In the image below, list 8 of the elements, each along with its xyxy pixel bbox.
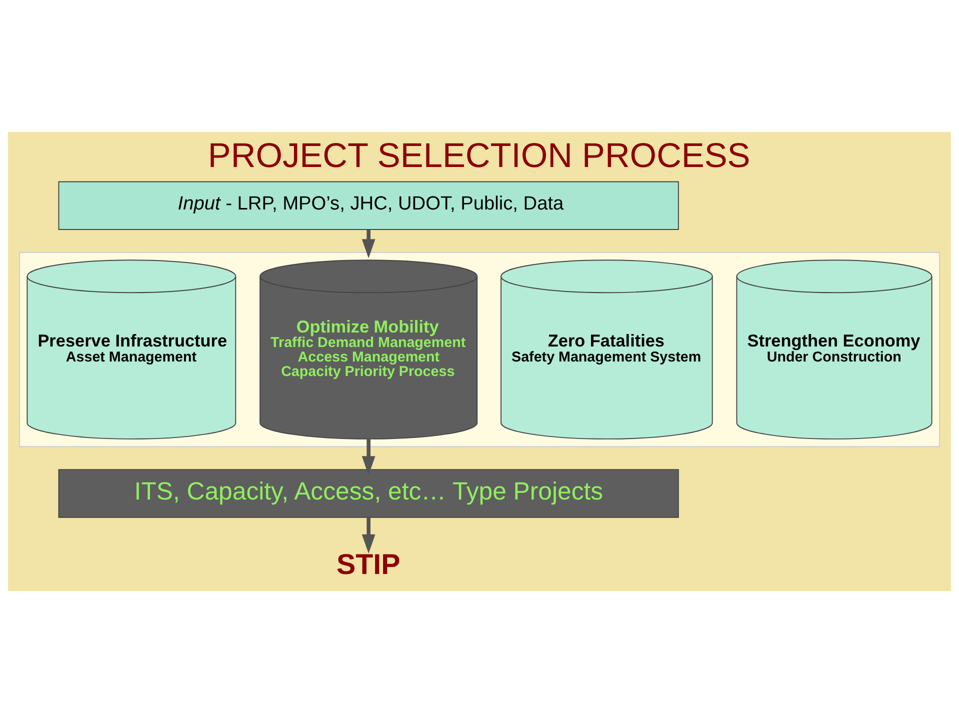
arrow <box>362 518 376 554</box>
arrow <box>362 230 376 258</box>
node-box: ITS, Capacity, Access, etc… Type Projects <box>58 469 679 518</box>
node-text: STIP <box>336 548 400 581</box>
node-box: Input - LRP, MPO’s, JHC, UDOT, Public, Data <box>58 181 679 230</box>
arrow <box>362 439 376 476</box>
diagram-title: PROJECT SELECTION PROCESS <box>208 137 750 176</box>
cluster <box>19 252 940 448</box>
